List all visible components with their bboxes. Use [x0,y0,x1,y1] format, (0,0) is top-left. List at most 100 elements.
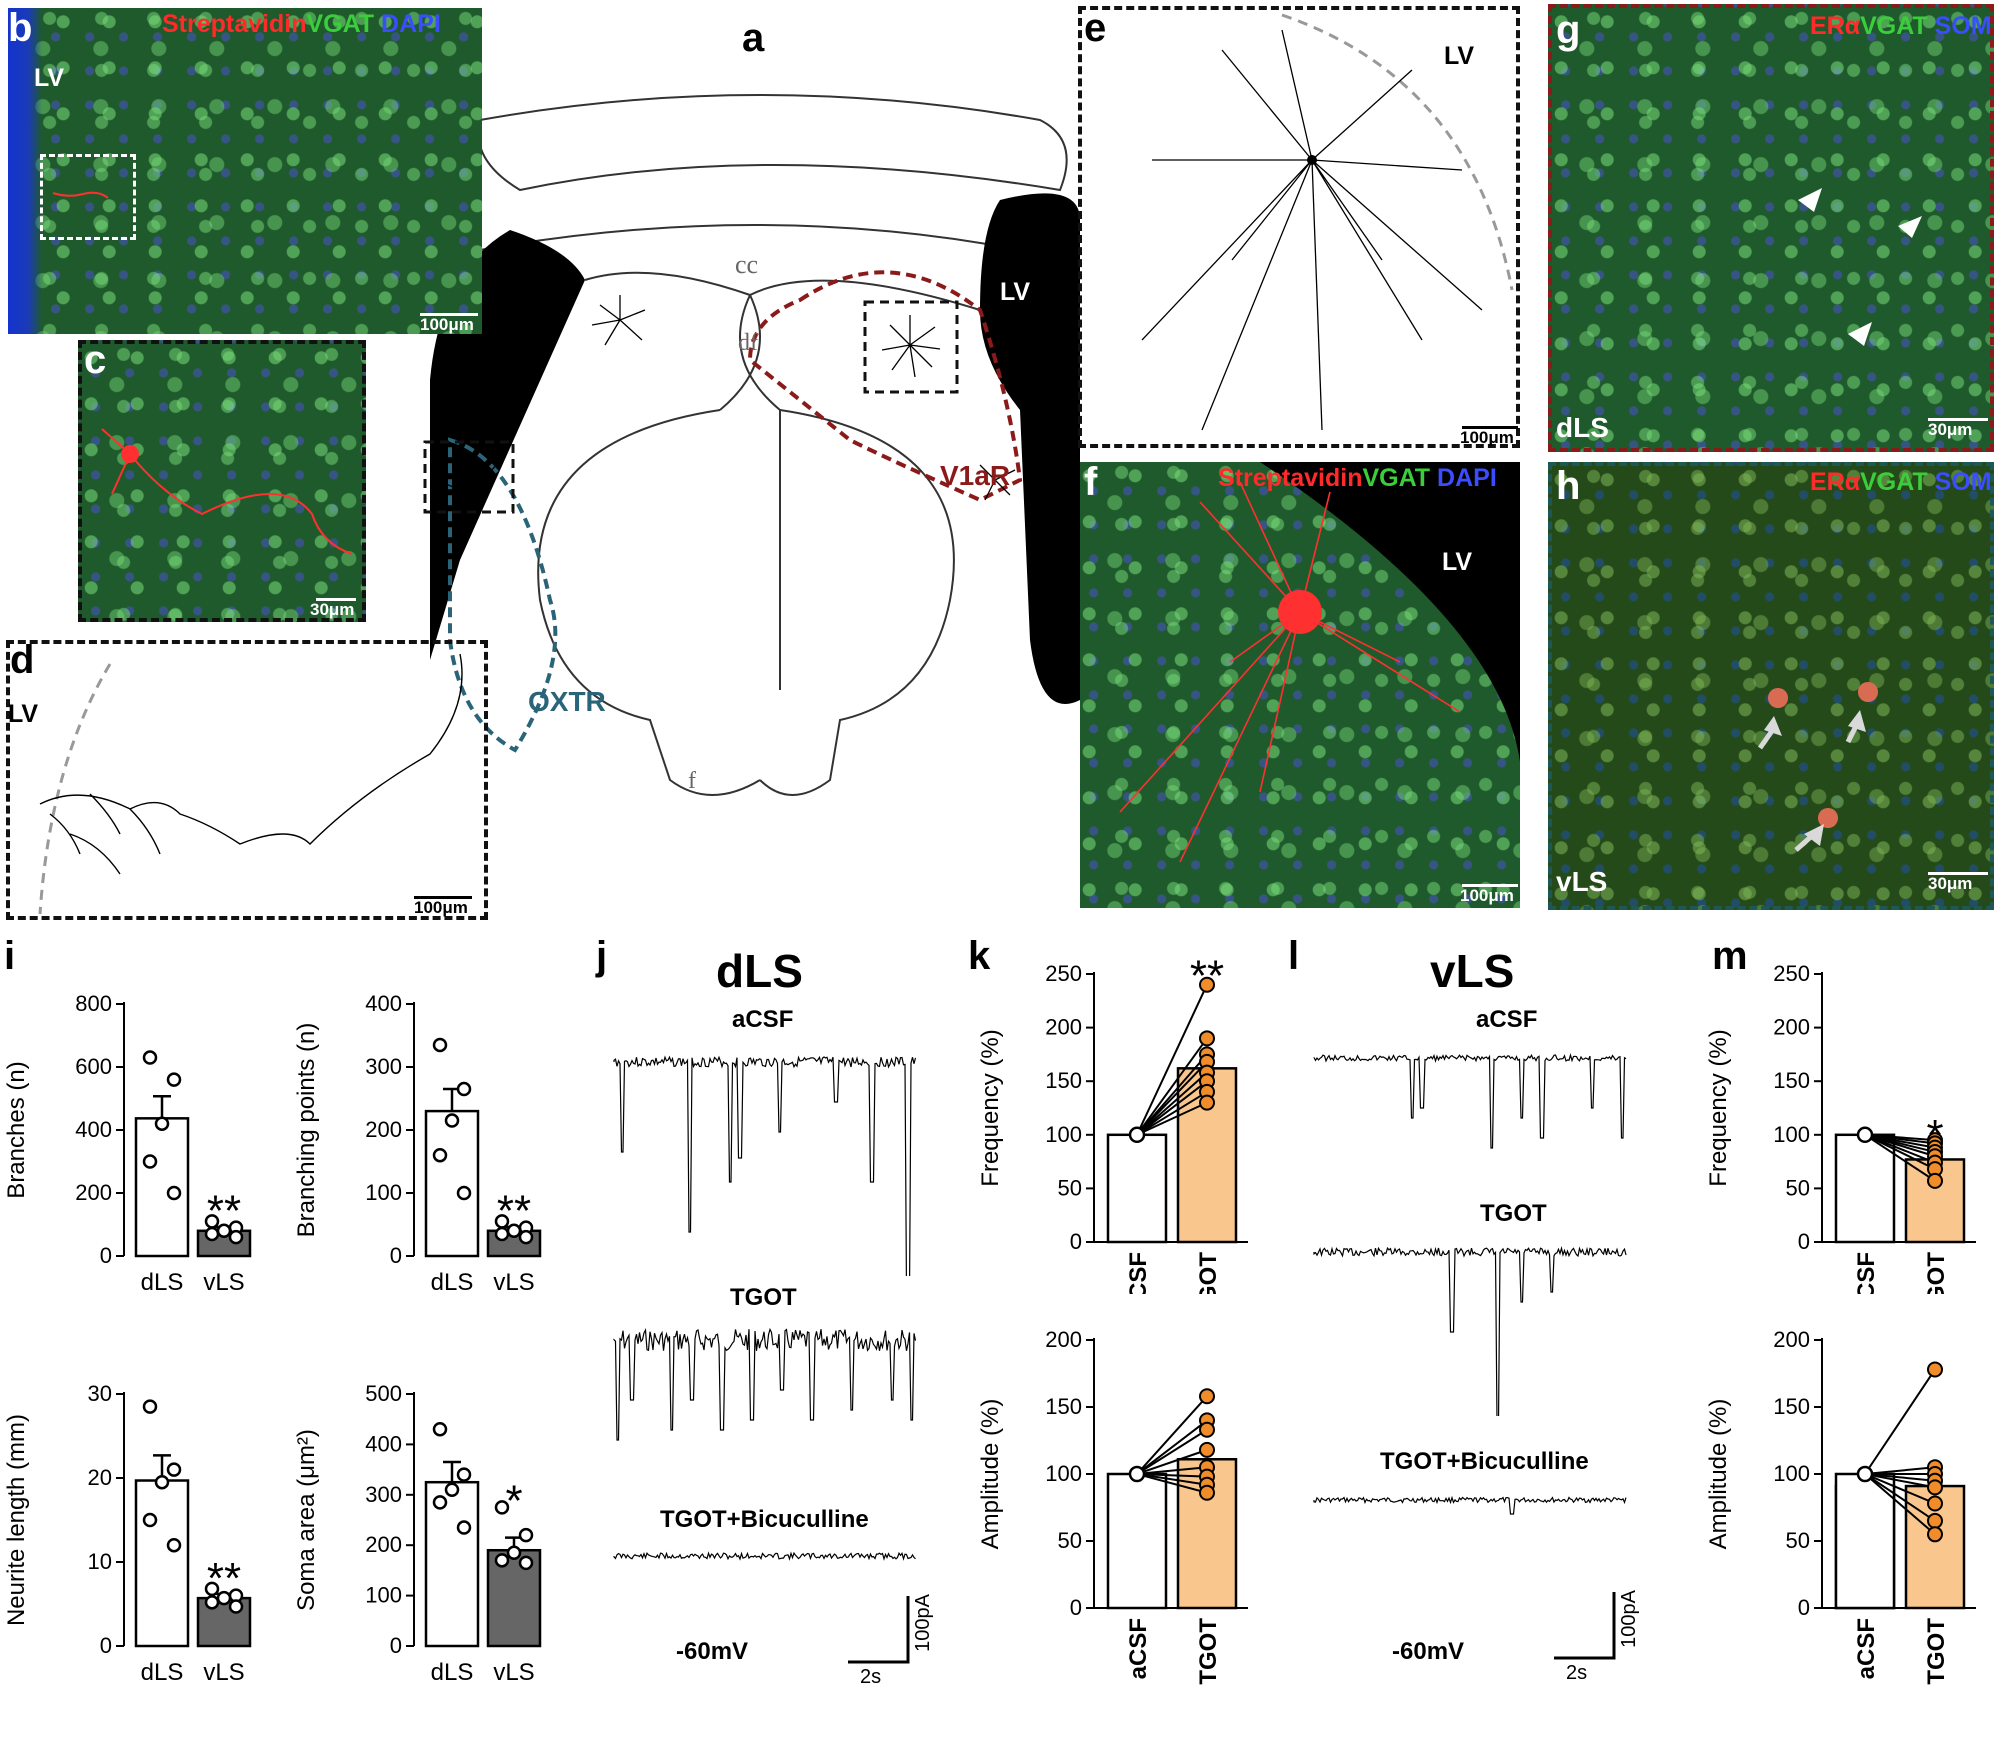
data-point [1128,1126,1146,1144]
y-tick-label: 500 [365,1381,402,1406]
stain-legend-h: ERαVGAT SOM [1810,468,1992,496]
brain-schematic [423,94,1080,796]
region-label-h: vLS [1556,866,1608,897]
stain-legend-b: StreptavidinVGAT DAPI [162,10,441,38]
scale-label-h: 30μm [1928,874,1973,893]
data-point [142,1050,158,1065]
panel-letter-b: b [8,6,33,50]
paired-line [1136,1091,1208,1136]
paired-line [1864,1466,1936,1475]
data-point [142,1154,158,1169]
bar-TGOT [1176,1067,1238,1244]
panel-c-image [78,340,366,622]
paired-line [1136,1061,1208,1136]
y-tick-label: 50 [1058,1175,1082,1200]
red-neuron [52,191,109,199]
ventricle-wall [8,8,42,334]
scalebar-h [1928,872,1988,875]
title-l: vLS [1430,945,1515,997]
significance-label: * [1926,1111,1943,1160]
bar-dLS [424,1480,480,1648]
significance-label: * [505,1476,522,1525]
y-axis-label: Frequency (%) [977,1029,1004,1186]
data-point [154,1116,170,1131]
data-point [1927,1495,1943,1512]
inset-box [40,154,136,240]
x-tick-label: dLS [141,1659,184,1686]
data-point [444,1482,460,1498]
y-axis-label: Branches (n) [3,1061,30,1198]
y-tick-label: 0 [390,1633,402,1658]
data-point [166,1537,182,1553]
label-lv-a: LV [1000,278,1031,306]
data-point [456,1081,472,1097]
panel-letter-d: d [10,638,35,682]
data-point [506,1545,522,1561]
data-point [494,1553,510,1568]
bar-TGOT [1904,1158,1966,1244]
data-point [494,1226,510,1242]
data-point [1199,976,1215,993]
current-trace [1313,1495,1627,1515]
trace1-label-j: aCSF [732,1006,794,1033]
paired-line [1864,1473,1936,1522]
data-point [518,1229,534,1245]
region-label-g: dLS [1556,412,1609,443]
panel-letter-j: j [596,934,608,978]
data-point [166,1072,182,1087]
data-point [1927,1479,1943,1496]
data-point [456,1520,472,1535]
bar-aCSF [1106,1472,1168,1610]
y-tick-label: 200 [1045,1015,1082,1040]
y-tick-label: 50 [1058,1528,1082,1553]
current-trace [613,1327,917,1441]
bar-dLS [134,1479,190,1648]
y-tick-label: 800 [75,991,112,1016]
y-tick-label: 0 [1798,1229,1810,1254]
label-lv-b: LV [34,64,65,92]
y-tick-label: 200 [1045,1327,1082,1352]
ventricle-f [1119,462,1520,863]
data-point [216,1590,232,1606]
y-tick-label: 300 [365,1054,402,1079]
scale-label-d: 100μm [414,898,468,917]
data-point [432,1147,448,1163]
paired-line [1136,1080,1208,1136]
data-point [1199,1484,1215,1501]
paired-line [1136,984,1208,1136]
scale-label-g: 30μm [1928,420,1973,439]
data-point [142,1512,158,1528]
y-tick-label: 100 [1045,1122,1082,1147]
paired-line [1136,1101,1208,1136]
data-point [166,1462,182,1477]
data-point [1128,1465,1146,1483]
paired-line [1136,1466,1208,1475]
data-point [166,1185,182,1201]
y-axis-label: Branching points (n) [293,1023,320,1238]
y-tick-label: 0 [100,1633,112,1658]
data-point [1199,1421,1215,1438]
scale-label-b: 100μm [420,315,474,334]
significance-label: ** [207,1186,241,1235]
panel-e-image [1078,6,1520,448]
paired-line [1864,1133,1936,1171]
current-trace [1313,1053,1627,1149]
x-tick-label: TGOT [1923,1252,1950,1294]
scalebar-g [1928,418,1988,421]
y-tick-label: 400 [365,1431,402,1456]
panel-letter-c: c [84,338,107,382]
panel-letter-f: f [1084,460,1098,504]
data-point [432,1037,448,1053]
panel-letter-a: a [742,16,765,60]
y-tick-label: 10 [88,1549,112,1574]
x-tick-label: dLS [431,1659,474,1686]
current-scale-l: 100pA [1618,1590,1640,1648]
significance-label: ** [497,1186,531,1235]
label-lv-d: LV [8,700,39,728]
scalebar-b [420,313,478,316]
paired-line [1136,1037,1208,1136]
y-tick-label: 400 [75,1117,112,1142]
